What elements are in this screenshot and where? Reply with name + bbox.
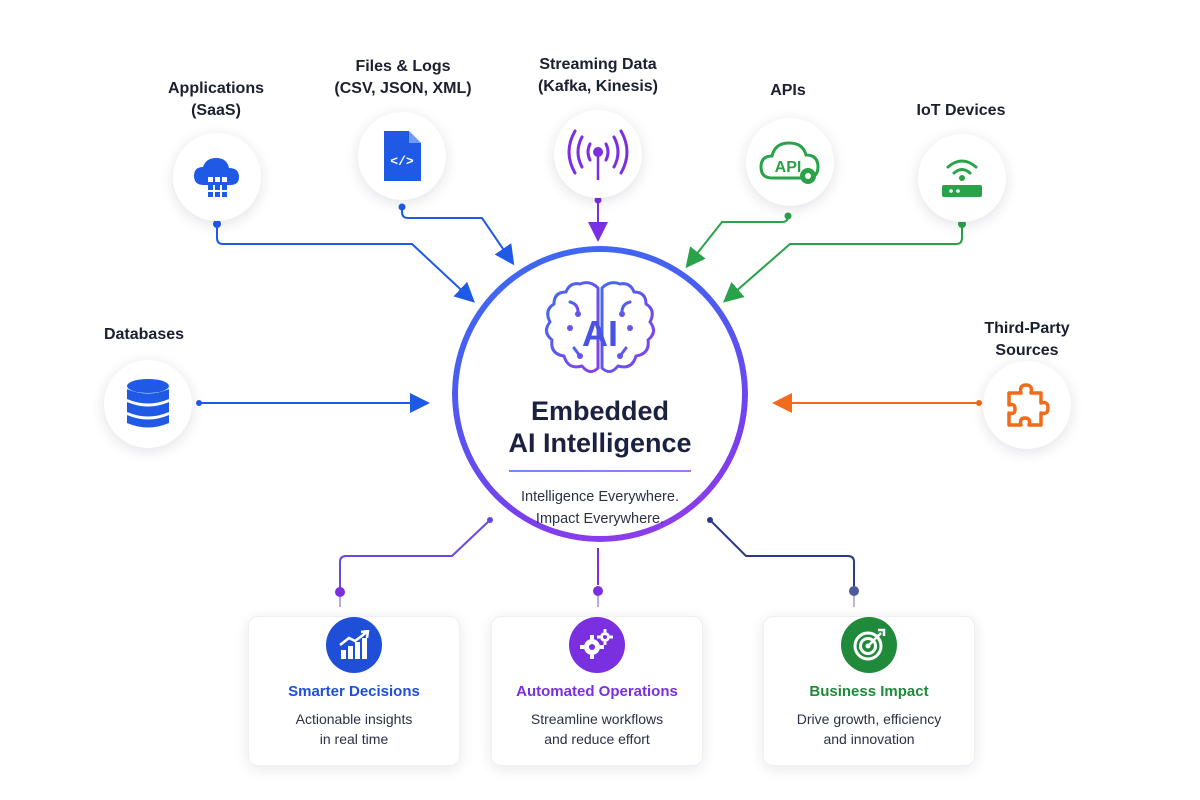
third-party-node [983, 361, 1071, 449]
files-label-line1: Files & Logs [355, 58, 451, 75]
wifi-router-icon [942, 159, 982, 197]
applications-label-line2: (SaaS) [191, 102, 241, 119]
embedded-ai-hub: AI Embedded AI Intelligence Intelligence… [452, 246, 748, 542]
card-title: Automated Operations [516, 683, 678, 700]
hub-tagline1: Intelligence Everywhere. [521, 489, 679, 505]
streaming-node [554, 110, 642, 198]
card-desc-line2: in real time [319, 731, 389, 747]
card-automated-operations: Automated Operations Streamline workflow… [491, 616, 703, 766]
apis-label: APIs [748, 80, 828, 102]
card-title: Smarter Decisions [288, 683, 420, 700]
gears-icon [569, 617, 625, 673]
connector-databases [196, 393, 430, 413]
iot-label-line1: IoT Devices [916, 102, 1006, 119]
ai-icon-text: AI [582, 313, 618, 354]
card-desc-line1: Actionable insights [295, 711, 413, 727]
hub-tagline2: Impact Everywhere. [535, 511, 665, 527]
connector-applications [213, 220, 475, 303]
cloud-app-icon [194, 158, 239, 197]
connector-third-party [772, 393, 982, 413]
card-desc-line2: and innovation [823, 731, 915, 747]
broadcast-antenna-icon [567, 129, 629, 180]
hub-title-line1: Embedded [530, 396, 670, 426]
card-desc: Actionable insights in real time [249, 709, 459, 749]
apis-node: API [746, 118, 834, 206]
connector-business-impact [707, 517, 859, 607]
card-smarter-decisions: Smarter Decisions Actionable insights in… [248, 616, 460, 766]
connector-files [398, 203, 515, 266]
applications-label: Applications (SaaS) [146, 78, 286, 122]
card-desc-line1: Streamline workflows [530, 711, 664, 727]
card-desc: Drive growth, efficiency and innovation [764, 709, 974, 749]
card-title: Business Impact [809, 683, 929, 700]
svg-text:</>: </> [390, 154, 414, 169]
connector-apis [685, 212, 792, 269]
database-icon [127, 379, 169, 428]
api-icon-text: API [775, 159, 802, 176]
databases-node [104, 360, 192, 448]
connector-smarter-decisions [335, 517, 493, 607]
hub-divider [509, 470, 691, 472]
third-party-label: Third-Party Sources [962, 318, 1092, 362]
api-cloud-gear-icon: API [759, 141, 820, 184]
connector-iot [722, 220, 966, 303]
card-desc-line1: Drive growth, efficiency [796, 711, 942, 727]
hub-ring [452, 246, 748, 542]
applications-node [173, 133, 261, 221]
streaming-label-line2: (Kafka, Kinesis) [537, 78, 659, 95]
card-desc: Streamline workflows and reduce effort [492, 709, 702, 749]
growth-chart-icon [326, 617, 382, 673]
target-icon [841, 617, 897, 673]
apis-label-line1: APIs [770, 82, 806, 99]
streaming-label-line1: Streaming Data [539, 56, 657, 73]
iot-node [918, 134, 1006, 222]
ai-brain-icon: AI [545, 281, 655, 373]
card-business-impact: Business Impact Drive growth, efficiency… [763, 616, 975, 766]
files-node: </> [358, 112, 446, 200]
files-label-line2: (CSV, JSON, XML) [334, 80, 472, 97]
puzzle-piece-icon [1007, 383, 1050, 427]
hub-title-line2: AI Intelligence [508, 428, 692, 458]
databases-label: Databases [84, 324, 204, 346]
third-party-label-line2: Sources [995, 342, 1059, 359]
code-file-icon: </> [384, 131, 421, 181]
third-party-label-line1: Third-Party [984, 320, 1070, 337]
iot-label: IoT Devices [896, 100, 1026, 122]
connector-automated-operations [593, 548, 603, 607]
card-desc-line2: and reduce effort [544, 731, 650, 747]
applications-label-line1: Applications [167, 80, 264, 97]
files-label: Files & Logs (CSV, JSON, XML) [318, 56, 488, 100]
connector-streaming [588, 196, 608, 242]
streaming-label: Streaming Data (Kafka, Kinesis) [518, 54, 678, 98]
databases-label-line1: Databases [103, 326, 185, 343]
